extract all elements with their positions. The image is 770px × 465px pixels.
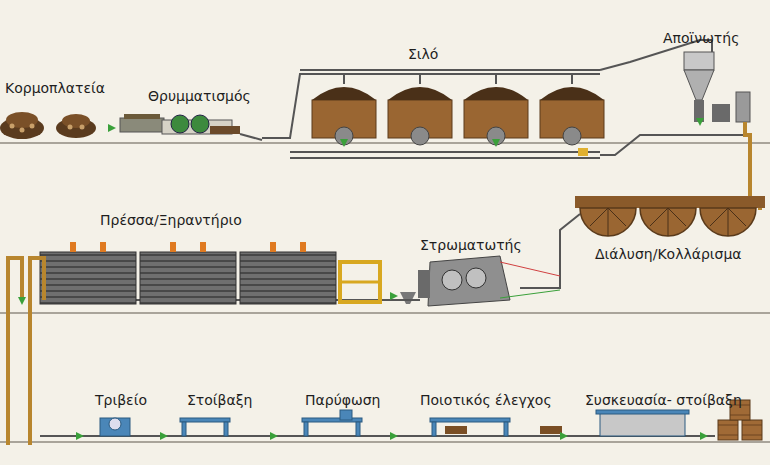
machine-label: Στοίβαξη [187,392,252,409]
machine-label: Θρυμματισμός [148,88,251,105]
machine-label: Τριβείο [95,392,147,409]
press-line [40,242,420,304]
return-pipes [8,258,44,445]
cyclone-separator [684,40,750,122]
machine-label: Ποιοτικός έλεγχος [420,392,552,409]
blending-drums [520,196,765,288]
conveyors [262,40,745,158]
flow-arrows [18,118,708,440]
silo-bins [312,74,604,156]
machine-label: Διάλυση/Κολλάρισμα [595,246,742,263]
chipper [120,114,262,140]
machine-label: Συσκευασία- στοίβαξη [585,392,742,409]
forming-station [400,256,560,306]
machine-label: Σιλό [408,46,438,63]
machine-label: Αποϊνωτής [663,30,739,47]
log-piles [0,112,96,139]
machine-label: Στρωματωτής [420,237,522,254]
flow-arrow [108,124,116,132]
floor-lines [0,143,770,442]
machine-label: Κορμοπλατεία [5,80,105,97]
machine-label: Παρύφωση [305,392,380,409]
machine-label: Πρέσσα/Ξηραντήριο [100,212,242,229]
